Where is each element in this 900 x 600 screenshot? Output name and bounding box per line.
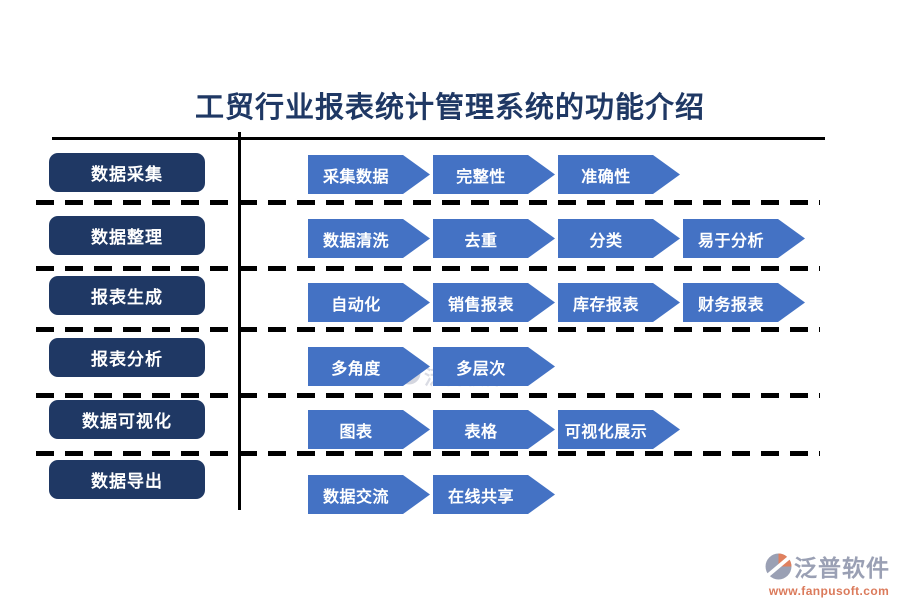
flow-arrow: 图表 xyxy=(308,410,430,449)
arrow-row-data-collection: 采集数据 完整性 准确性 xyxy=(308,155,680,194)
flow-arrow: 财务报表 xyxy=(683,283,805,322)
category-report-analysis: 报表分析 xyxy=(49,338,205,377)
arrow-row-data-visualization: 图表 表格 可视化展示 xyxy=(308,410,680,449)
category-data-visualization: 数据可视化 xyxy=(49,400,205,439)
page-title: 工贸行业报表统计管理系统的功能介绍 xyxy=(194,92,705,124)
row-divider xyxy=(36,200,820,205)
flow-arrow: 准确性 xyxy=(558,155,680,194)
title-underline xyxy=(52,137,825,140)
flow-arrow: 去重 xyxy=(433,219,555,258)
row-divider xyxy=(36,393,820,398)
arrow-row-report-generation: 自动化 销售报表 库存报表 财务报表 xyxy=(308,283,805,322)
row-divider xyxy=(36,266,820,271)
flow-arrow: 完整性 xyxy=(433,155,555,194)
arrow-row-data-organization: 数据清洗 去重 分类 易于分析 xyxy=(308,219,805,258)
category-report-generation: 报表生成 xyxy=(49,276,205,315)
category-data-export: 数据导出 xyxy=(49,460,205,499)
flow-arrow: 多角度 xyxy=(308,347,430,386)
fanpu-logo-icon xyxy=(765,553,792,580)
category-data-collection: 数据采集 xyxy=(49,153,205,192)
flow-arrow: 在线共享 xyxy=(433,475,555,514)
flow-arrow: 自动化 xyxy=(308,283,430,322)
flow-arrow: 分类 xyxy=(558,219,680,258)
flow-arrow: 易于分析 xyxy=(683,219,805,258)
flow-arrow: 数据清洗 xyxy=(308,219,430,258)
flow-arrow: 数据交流 xyxy=(308,475,430,514)
brand-website: www.fanpusoft.com xyxy=(768,584,890,598)
arrow-row-data-export: 数据交流 在线共享 xyxy=(308,475,555,514)
flow-arrow: 多层次 xyxy=(433,347,555,386)
flow-arrow: 库存报表 xyxy=(558,283,680,322)
flow-arrow: 可视化展示 xyxy=(558,410,680,449)
arrow-row-report-analysis: 多角度 多层次 xyxy=(308,347,555,386)
category-data-organization: 数据整理 xyxy=(49,216,205,255)
flow-arrow: 表格 xyxy=(433,410,555,449)
row-divider xyxy=(36,451,820,456)
brand-name: 泛普软件 xyxy=(794,555,890,581)
row-divider xyxy=(36,327,820,332)
fanpu-branding: 泛普软件 www.fanpusoft.com xyxy=(765,549,893,598)
flow-arrow: 采集数据 xyxy=(308,155,430,194)
category-divider-line xyxy=(238,132,241,510)
flow-arrow: 销售报表 xyxy=(433,283,555,322)
